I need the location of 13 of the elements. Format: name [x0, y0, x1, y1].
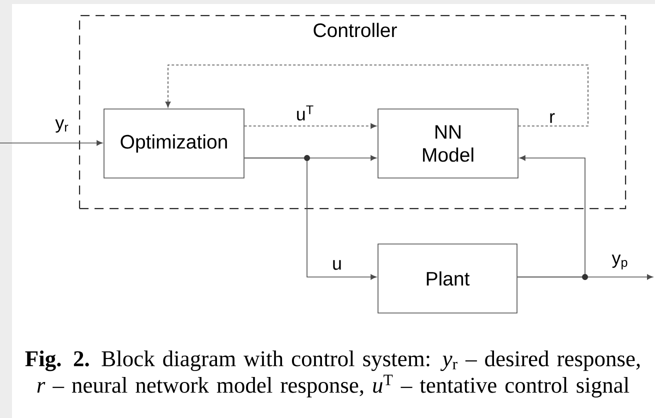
process-box: Plant — [378, 244, 518, 314]
arrow — [517, 274, 653, 280]
process-box: Optimization — [104, 108, 244, 178]
arrow — [244, 158, 377, 280]
edge-label: u — [331, 259, 343, 271]
figure-caption: Fig. 2. Block diagram with control system: y$_{r}$ – desired response, r – neural network model response, u$^{T}$ – tentative control signal — [25, 350, 640, 398]
arrow — [244, 123, 377, 129]
edge-label: y$_{p}$ — [610, 254, 630, 270]
edge-label: y$_{r}$ — [54, 118, 70, 134]
edge-label: r — [548, 112, 556, 124]
arrow — [165, 64, 588, 126]
arrow — [0, 140, 103, 146]
process-box: NN Model — [378, 108, 518, 178]
